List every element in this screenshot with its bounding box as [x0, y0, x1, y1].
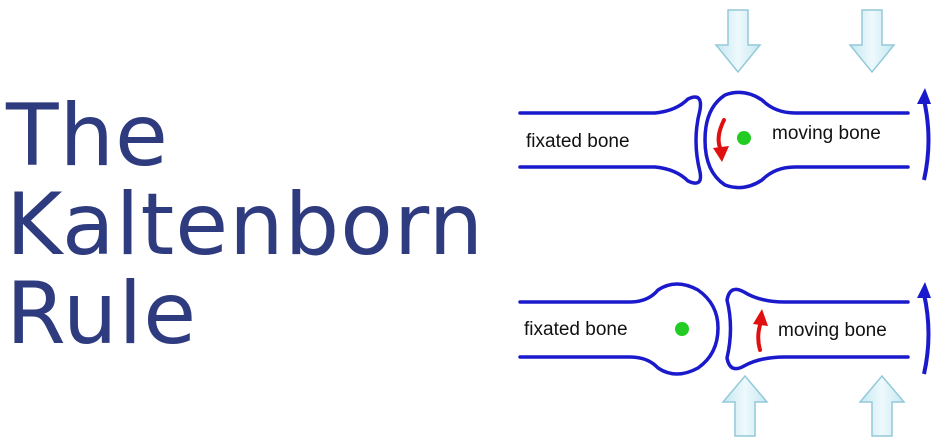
movement-arc-head-icon — [917, 282, 931, 298]
glide-arrow-down-icon — [716, 118, 726, 152]
force-arrow-up-icon — [858, 374, 906, 437]
page-title: The Kaltenborn Rule — [6, 92, 484, 359]
moving-bone-label: moving bone — [778, 320, 887, 341]
bottom-joint-diagram: fixated bone moving bone — [518, 282, 931, 437]
force-arrow-down-icon — [848, 9, 896, 74]
glide-arrow-up-head-icon — [753, 309, 768, 326]
fixated-bone-shape — [518, 95, 703, 185]
title-line-rule: Rule — [6, 264, 198, 364]
moving-bone-shape — [725, 287, 910, 371]
force-arrow-up-icon — [721, 374, 769, 437]
moving-bone-label: moving bone — [772, 123, 881, 144]
moving-bone-shape — [703, 90, 910, 190]
movement-arc-icon — [922, 293, 931, 375]
axis-dot-icon — [737, 131, 751, 145]
fixated-bone-label: fixated bone — [526, 131, 630, 152]
glide-arrow-down-head-icon — [713, 146, 729, 162]
top-joint-diagram: fixated bone moving bone — [518, 9, 931, 190]
movement-arc-icon — [922, 99, 931, 181]
title-line-kaltenborn: Kaltenborn — [6, 175, 485, 275]
axis-dot-icon — [675, 322, 689, 336]
title-line-the: The — [6, 86, 169, 186]
force-arrow-down-icon — [714, 9, 762, 74]
movement-arc-head-icon — [917, 88, 931, 104]
fixated-bone-label: fixated bone — [524, 319, 628, 340]
glide-arrow-up-icon — [756, 320, 763, 352]
fixated-bone-shape — [518, 282, 720, 376]
